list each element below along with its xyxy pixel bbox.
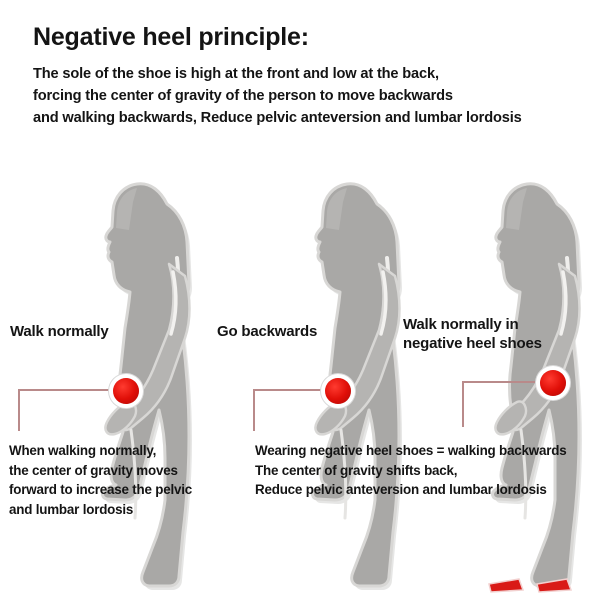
center-of-gravity-dot-1: [113, 378, 139, 404]
intro-paragraph: The sole of the shoe is high at the fron…: [33, 66, 522, 126]
center-of-gravity-dot-2: [325, 378, 351, 404]
figure-label-negative-heel-shoes: Walk normally in negative heel shoes: [403, 316, 542, 352]
figure-go-backwards: [311, 182, 402, 590]
negative-heel-sole-front: [488, 578, 525, 593]
figure-negative-heel-shoes: [488, 182, 582, 593]
figure-label-walk-normally: Walk normally: [10, 323, 109, 340]
negative-heel-sole-back: [536, 578, 573, 593]
center-of-gravity-dot-3: [540, 370, 566, 396]
figure-description-go-backwards: Wearing negative heel shoes = walking ba…: [255, 443, 567, 497]
figure-walk-normally: [101, 182, 192, 590]
figure-description-walk-normally: When walking normally, the center of gra…: [9, 443, 193, 517]
figure-label-go-backwards: Go backwards: [217, 323, 318, 340]
page-title: Negative heel principle:: [33, 23, 309, 51]
